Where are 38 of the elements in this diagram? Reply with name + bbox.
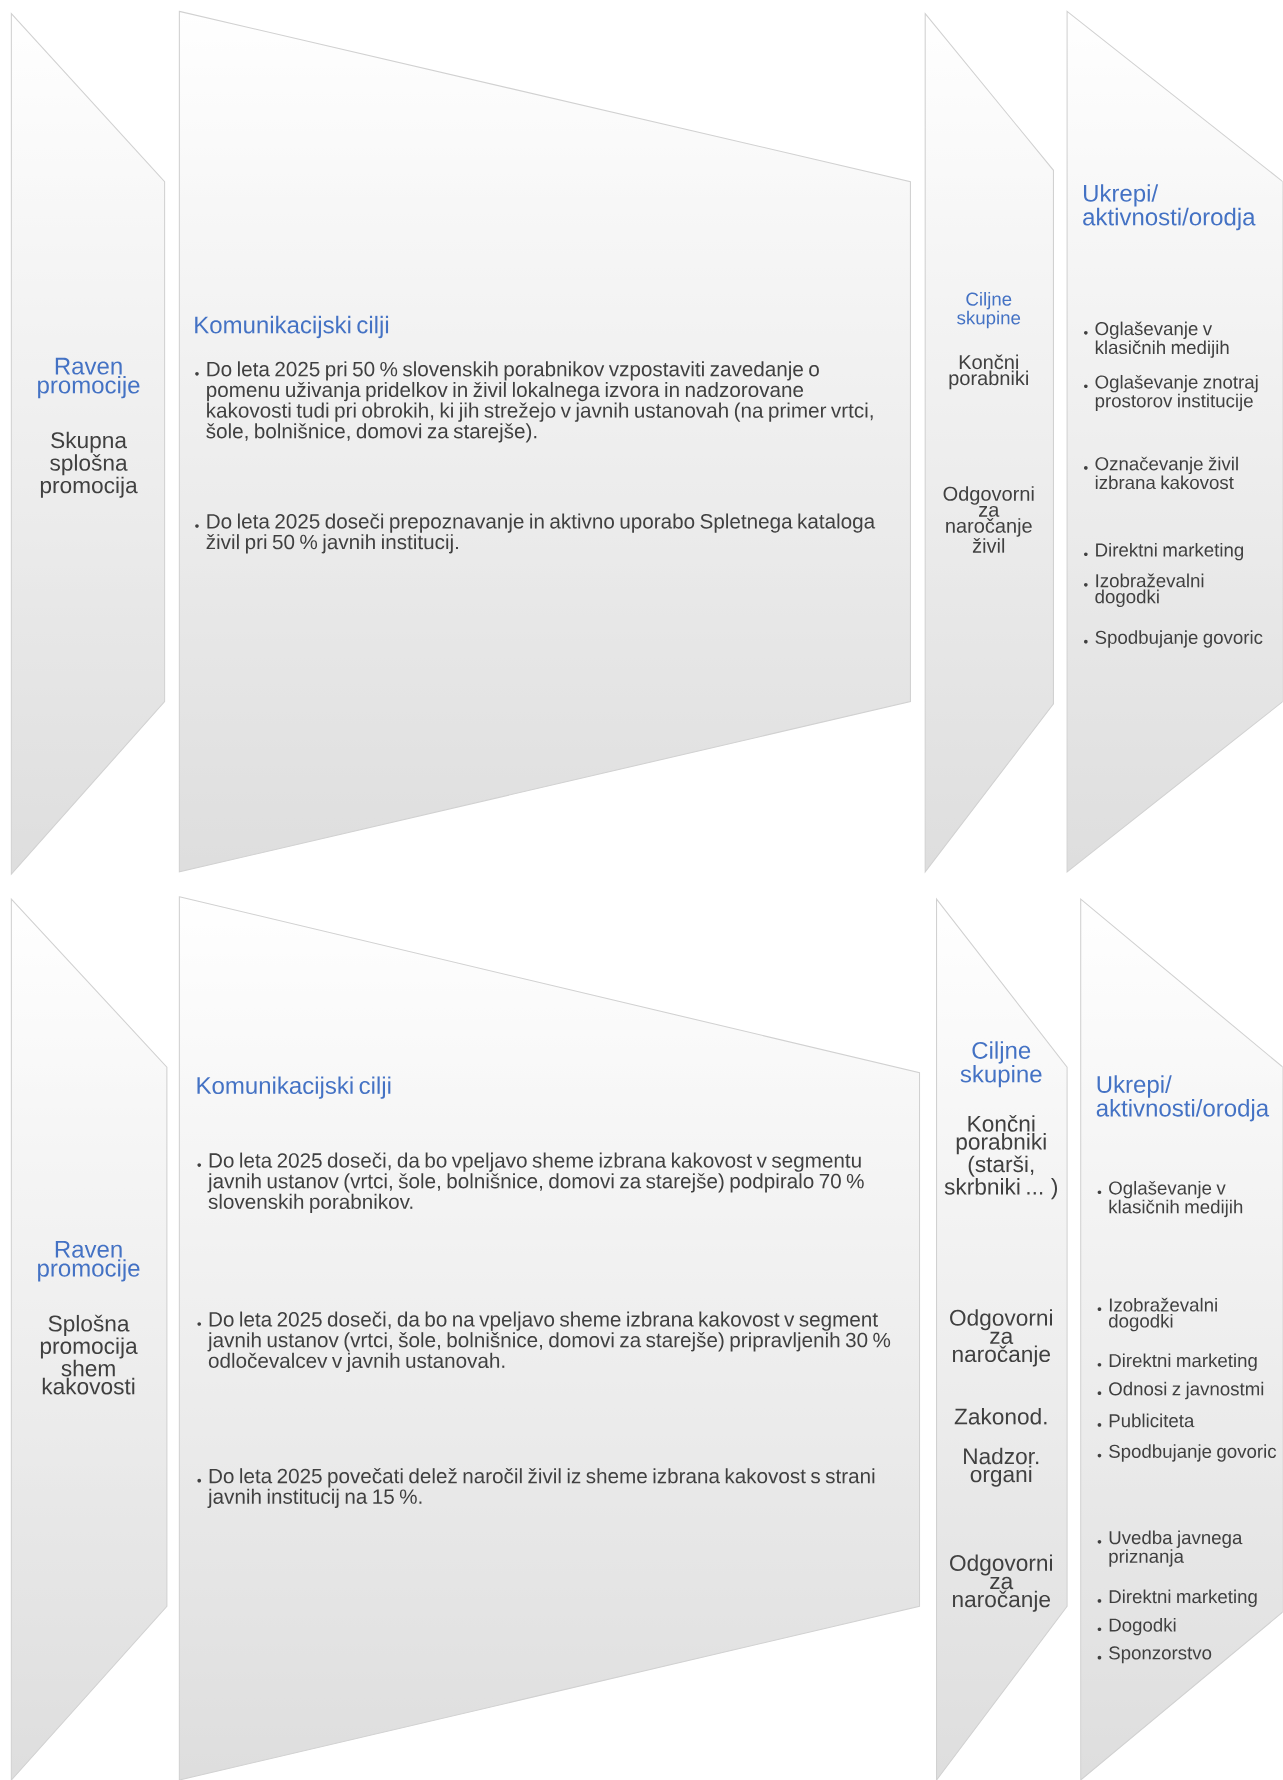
bullet-item: Uvedba javnega priznanja [1109, 1530, 1243, 1567]
bullet-item: Sponzorstvo [1109, 1646, 1212, 1664]
bullet-item: Spodbujanje govoric [1109, 1444, 1277, 1462]
panel-text: Odgovorni za naročanje [950, 1309, 1053, 1367]
panel-text: Skupna splošna promocija [41, 431, 138, 498]
panel-text: Končni porabniki [949, 354, 1029, 390]
panel-heading: Ciljne skupine [960, 1041, 1042, 1088]
panel-heading: Ukrepi/ aktivnosti/orodja [1096, 1075, 1270, 1122]
bullet-item: Direktni marketing [1109, 1353, 1257, 1371]
bullet-item: Označevanje živil izbrana kakovost [1095, 456, 1238, 490]
bullet-item: Izobraževalni dogodki [1109, 1297, 1218, 1332]
bullet-item: Oglaševanje znotraj prostorov institucije [1095, 374, 1258, 412]
bullet-item: Oglaševanje v klasičnih medijih [1109, 1180, 1243, 1218]
bullet-item: Do leta 2025 povečati delež naročil živil iz sheme izbrana kakovost s strani javnih institucij na 15 %. [207, 1468, 875, 1508]
panel-heading: Komunikacijski cilji [195, 315, 389, 339]
panel-text: Nadzor. organi [964, 1447, 1039, 1487]
panel-text: Zakonod. [954, 1407, 1047, 1425]
bullet-item: Dogodki [1109, 1617, 1176, 1636]
bullet-item: Do leta 2025 doseči prepoznavanje in aktivno uporabo Spletnega kataloga živil pri 50 % javnih institucij. [206, 513, 876, 554]
bullet-item: Direktni marketing [1096, 542, 1244, 561]
panel-heading: Ciljne skupine [957, 292, 1021, 329]
bullet-item: Izobraževalni dogodki [1095, 573, 1204, 607]
bullet-item: Do leta 2025 doseči, da bo na vpeljavo sheme izbrana kakovost v segment javnih ustanov (vrtci, šole, bolnišnice, domovi za starejše) pripravljenih 30 % odločevalcev v javnih ustanovah. [207, 1311, 891, 1373]
panel-text: Odgovorni za naročanje [950, 1554, 1053, 1612]
bullet-item: Do leta 2025 pri 50 % slovenskih porabnikov vzpostaviti zavedanje o pomenu uživanja pridelkov in živil lokalnega izvora in nadzorovane kakovosti tudi pri obrokih, ki jih strežejo v javnih ustanovah (na primer vrtci, šole, bolnišnice, domovi za starejše). [206, 361, 873, 443]
panel-text: Splošna promocija shem kakovosti [41, 1314, 138, 1395]
bullet-item: Do leta 2025 doseči, da bo vpeljavo sheme izbrana kakovost v segmentu javnih ustanov (vrtci, šole, bolnišnice, domovi za starejše) podpiralo 70 % slovenskih porabnikov. [207, 1152, 864, 1214]
bullet-item: Publiciteta [1109, 1413, 1195, 1428]
panel-text: Končni porabniki (starši, skrbniki ... ) [944, 1115, 1058, 1200]
bullet-item: Oglaševanje v klasičnih medijih [1095, 321, 1229, 358]
panel-heading: Ukrepi/ aktivnosti/orodja [1083, 184, 1256, 231]
bullet-item: Odnosi z javnostmi [1109, 1381, 1264, 1400]
bullet-item: Direktni marketing [1109, 1589, 1257, 1607]
panel-heading: Raven promocije [38, 357, 140, 399]
panel-heading: Raven promocije [38, 1241, 140, 1282]
bullet-item: Spodbujanje govoric [1095, 630, 1263, 648]
panel-heading: Komunikacijski cilji [197, 1076, 391, 1099]
panel-text: Odgovorni za naročanje živil [943, 486, 1034, 553]
